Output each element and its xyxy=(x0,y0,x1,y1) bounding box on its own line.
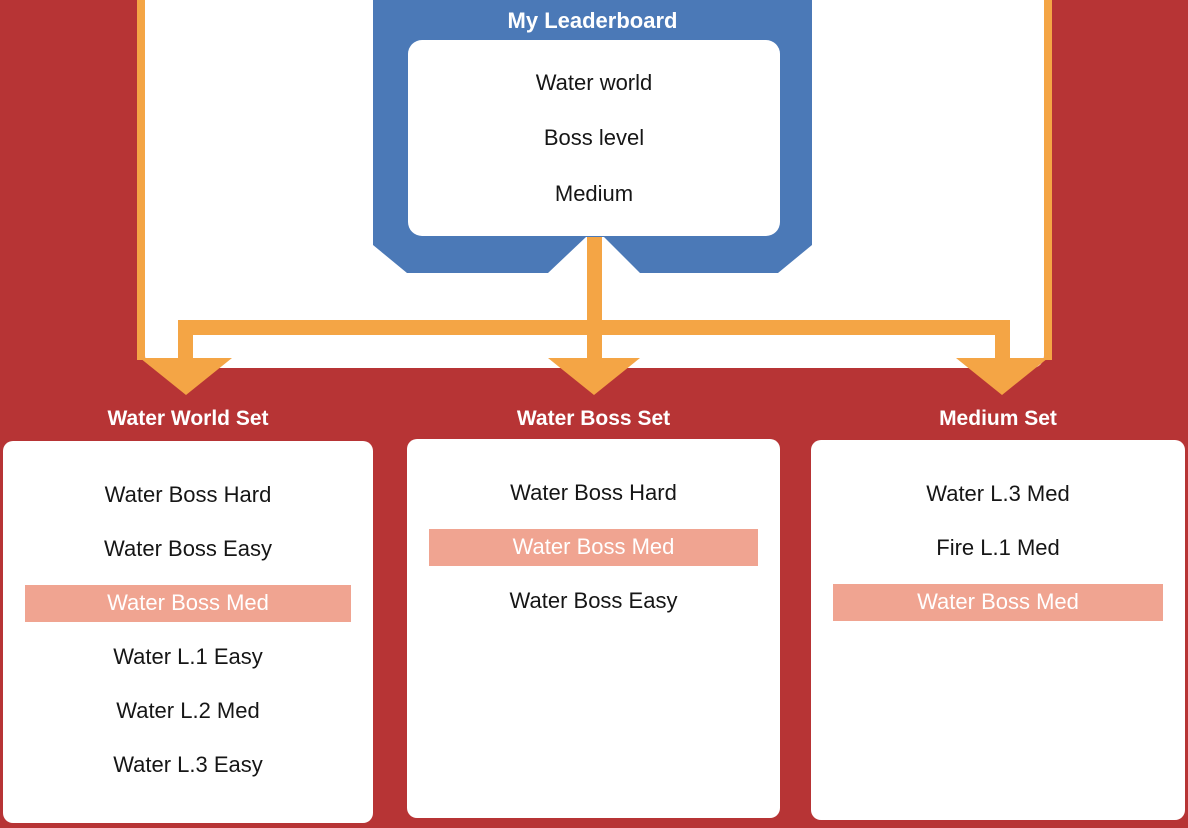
set-title-water-boss: Water Boss Set xyxy=(516,407,671,430)
list-item: Water Boss Hard xyxy=(104,482,272,507)
list-item-highlighted: Water Boss Med xyxy=(429,520,758,574)
set-title-water-world: Water World Set xyxy=(107,407,269,430)
down-arrowhead-icon xyxy=(956,358,1048,395)
leaderboard-node-title: My Leaderboard xyxy=(507,8,678,33)
list-item: Water Boss Easy xyxy=(509,588,678,613)
set-title-medium: Medium Set xyxy=(939,407,1057,430)
right-connector-rail xyxy=(1044,0,1052,360)
right-connector-leg xyxy=(995,320,1010,362)
leaderboard-node-body: Water world Boss level Medium xyxy=(408,40,780,236)
highlight-bar: Water Boss Med xyxy=(429,528,758,566)
list-item: Water L.2 Med xyxy=(116,698,260,723)
list-item: Fire L.1 Med xyxy=(936,535,1060,560)
list-item: Water L.3 Easy xyxy=(113,752,263,777)
down-arrowhead-icon xyxy=(548,358,640,395)
left-connector-rail xyxy=(137,0,145,360)
center-connector-line xyxy=(587,234,602,362)
highlight-bar: Water Boss Med xyxy=(25,584,351,622)
list-item: Water L.3 Med xyxy=(926,481,1070,506)
down-arrowhead-icon xyxy=(140,358,232,395)
list-item: Water L.1 Easy xyxy=(113,644,263,669)
list-item-highlighted: Water Boss Med xyxy=(833,575,1163,629)
leaderboard-item: Boss level xyxy=(543,125,645,150)
left-connector-leg xyxy=(178,320,193,362)
list-item: Water Boss Easy xyxy=(104,536,272,561)
list-item-highlighted: Water Boss Med xyxy=(25,576,351,630)
leaderboard-item: Medium xyxy=(554,180,634,206)
highlight-bar: Water Boss Med xyxy=(833,583,1163,621)
list-item: Water Boss Hard xyxy=(510,480,677,505)
leaderboard-item: Water world xyxy=(535,69,653,95)
